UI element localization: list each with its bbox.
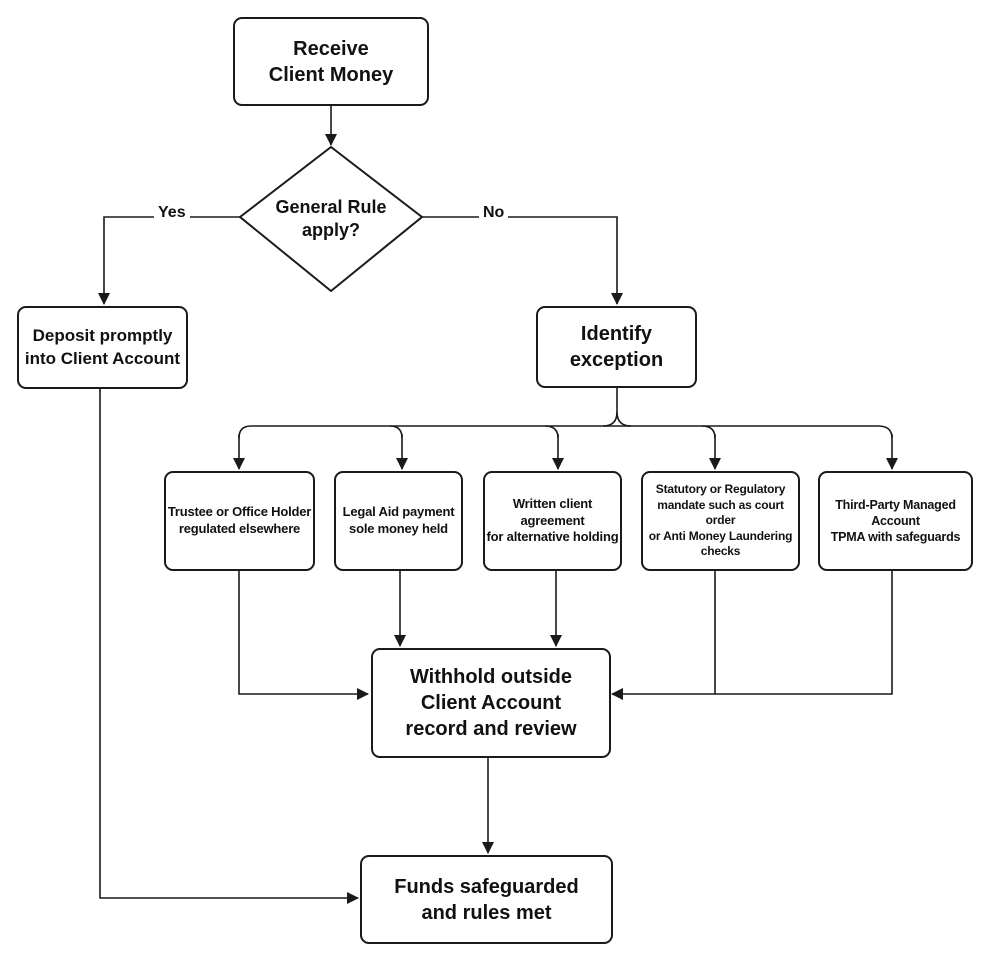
- decision-diamond: [238, 145, 424, 293]
- edge-decision-identify: [422, 216, 623, 305]
- yes-label: Yes: [154, 204, 190, 222]
- edge-deposit-funds: [99, 389, 359, 904]
- edge-statutory-withhold: [611, 571, 716, 700]
- edge-trustee-withhold: [238, 571, 369, 700]
- edge-decision-deposit: [98, 216, 240, 305]
- general-rule-decision: General Rule apply?: [275, 197, 387, 241]
- edge-tpma-withhold: [715, 571, 893, 695]
- no-label: No: [479, 204, 509, 222]
